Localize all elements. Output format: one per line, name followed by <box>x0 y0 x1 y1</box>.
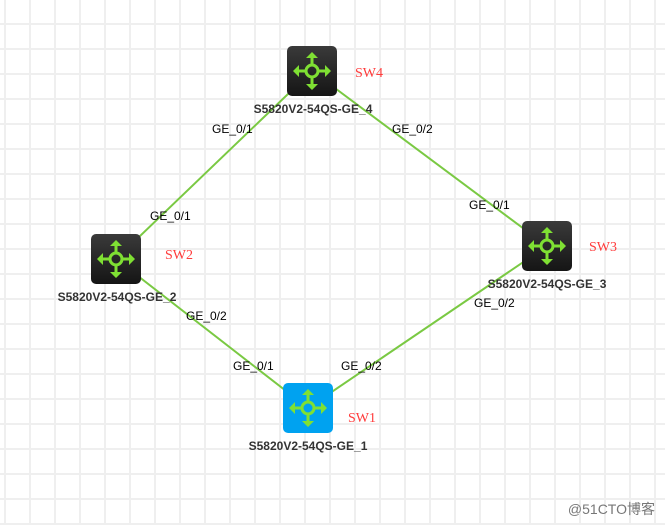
port-label-sw1-ge01: GE_0/1 <box>233 359 274 373</box>
port-label-sw3-ge02: GE_0/2 <box>474 296 515 310</box>
switch-arrows-icon <box>528 227 566 265</box>
device-name-sw3: SW3 <box>589 240 617 255</box>
device-model-sw3: S5820V2-54QS-GE_3 <box>487 277 607 291</box>
device-sw4[interactable] <box>287 46 337 96</box>
port-label-sw1-ge02: GE_0/2 <box>341 359 382 373</box>
port-label-sw4-ge01: GE_0/1 <box>212 122 253 136</box>
device-sw1[interactable] <box>283 383 333 433</box>
device-name-sw4: SW4 <box>355 66 383 81</box>
port-label-sw3-ge01: GE_0/1 <box>469 198 510 212</box>
device-sw2[interactable] <box>91 234 141 284</box>
device-model-sw4: S5820V2-54QS-GE_4 <box>253 102 373 116</box>
device-model-sw1: S5820V2-54QS-GE_1 <box>248 439 368 453</box>
link-sw3-sw1[interactable] <box>307 245 548 409</box>
port-label-sw2-ge01: GE_0/1 <box>150 209 191 223</box>
port-label-sw4-ge02: GE_0/2 <box>392 122 433 136</box>
switch-arrows-icon <box>97 240 135 278</box>
device-model-sw2: S5820V2-54QS-GE_2 <box>57 290 177 304</box>
port-label-sw2-ge02: GE_0/2 <box>186 309 227 323</box>
device-sw3[interactable] <box>522 221 572 271</box>
link-sw4-sw2[interactable] <box>115 70 313 260</box>
link-sw4-sw3[interactable] <box>311 70 548 247</box>
watermark: @51CTO博客 <box>567 501 655 517</box>
link-sw2-sw1[interactable] <box>115 258 309 409</box>
switch-arrows-icon <box>289 389 327 427</box>
device-name-sw1: SW1 <box>348 411 376 426</box>
switch-arrows-icon <box>293 52 331 90</box>
device-name-sw2: SW2 <box>165 248 193 263</box>
